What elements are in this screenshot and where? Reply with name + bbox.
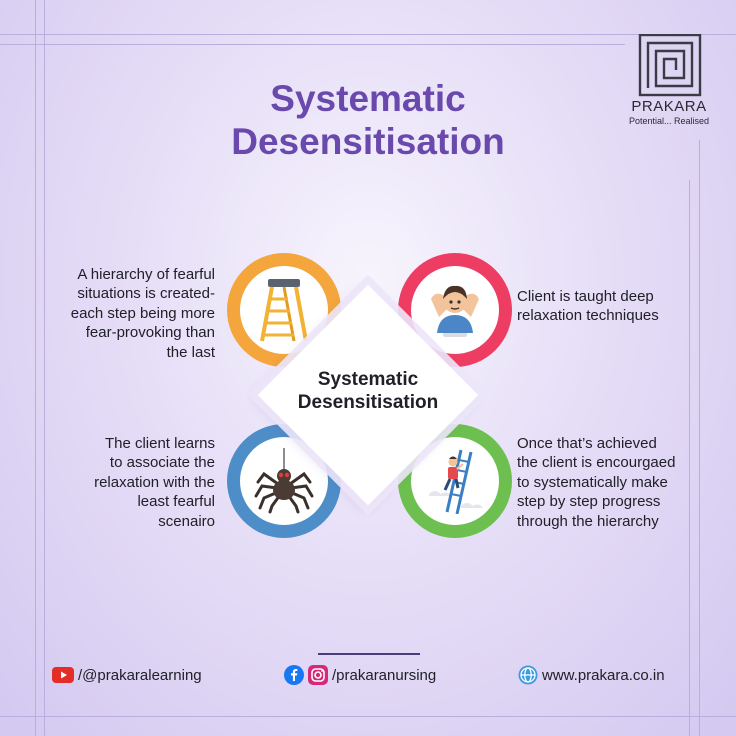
step-text-association: The client learns to associate the relax… [40,434,215,531]
website-url: www.prakara.co.in [542,666,665,684]
youtube-icon [52,667,74,683]
step-line: Once that’s achieved [517,435,657,452]
brand-tagline: Potential... Realised [628,116,710,126]
step-text-hierarchy: A hierarchy of fearful situations is cre… [40,265,215,362]
page-title-line2: Desensitisation [231,121,505,162]
globe-icon [518,665,538,685]
step-text-relaxation: Client is taught deep relaxation techniq… [517,287,697,326]
frame-line-top [0,34,736,35]
center-label: Systematic Desensitisation [268,368,468,414]
step-line: fear-provoking than [85,324,215,342]
step-text-progress: Once that’s achieved the client is encou… [517,434,697,531]
frame-line-top-inner [0,44,625,45]
page-title-line1: Systematic [270,78,466,119]
youtube-handle: /@prakaralearning [78,666,202,684]
frame-line-left-inner [44,0,45,736]
step-line: the client is encourgaed [517,454,676,472]
step-line: each step being more [70,304,215,322]
step-line: to systematically make [517,473,668,491]
step-line: scenairo [158,512,215,530]
prakara-logo-icon [638,34,702,97]
frame-line-bottom [0,716,736,717]
step-line: through the hierarchy [517,512,659,530]
youtube-link[interactable]: /@prakaralearning [52,664,202,686]
step-line: Client is taught deep [517,288,654,305]
social-link[interactable]: /prakaranursing [284,664,436,686]
frame-line-left [35,0,36,736]
step-line: situations is created- [77,285,215,303]
relaxing-person-icon [431,285,479,337]
spider-icon [254,448,314,514]
facebook-icon [284,665,304,685]
step-line: A hierarchy of fearful [77,266,215,283]
center-label-line1: Systematic [317,369,419,390]
instagram-icon [308,665,328,685]
brand-name: PRAKARA [631,98,707,115]
center-label-line2: Desensitisation [297,392,439,413]
step-line: step by step progress [517,493,661,511]
step-line: least fearful [137,493,215,511]
step-line: the last [166,343,215,361]
climbing-ladder-icon [429,449,483,514]
step-line: to associate the [109,454,215,472]
step-circle-relaxation [398,253,512,367]
step-line: relaxation with the [94,473,215,491]
ladder-icon [260,279,308,342]
frame-line-right [689,180,690,736]
step-line: The client learns [104,435,215,452]
social-handle: /prakaranursing [332,666,437,684]
step-line: relaxation techniques [517,307,659,325]
footer-divider [318,653,420,655]
frame-line-right-inner [699,140,700,736]
website-link[interactable]: www.prakara.co.in [518,664,665,686]
